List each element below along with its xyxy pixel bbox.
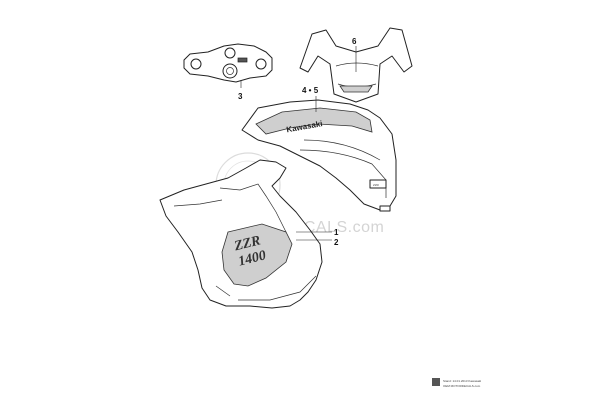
windscreen-part [299, 27, 413, 103]
callout-6: 6 [352, 37, 357, 46]
footer-line-2: OEM MOTORDECALS.com [443, 384, 481, 388]
side-fairing-part [159, 159, 332, 309]
model-decal-1400: 1400 [237, 248, 268, 269]
svg-text:ZZR: ZZR [373, 183, 380, 187]
model-decal-zzr: ZZR [232, 233, 262, 254]
callout-4-5: 4 • 5 [302, 86, 319, 95]
callout-3: 3 [238, 92, 243, 101]
callout-2: 2 [334, 238, 339, 247]
footer-stamp: Stand: 14.01.2013 Kawasaki OEM MOTORDECA… [432, 378, 482, 388]
tank-cover-part: ZZR [241, 96, 397, 212]
footer-line-1: Stand: 14.01.2013 Kawasaki [443, 379, 482, 383]
top-bridge-part [183, 43, 273, 88]
callout-1: 1 [334, 228, 339, 237]
